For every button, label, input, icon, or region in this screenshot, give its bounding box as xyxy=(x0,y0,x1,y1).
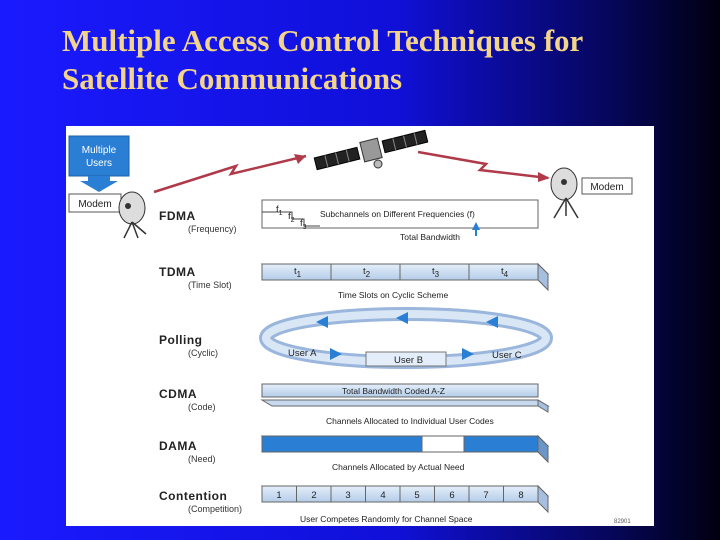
uplink-arrowhead xyxy=(294,154,306,164)
contention-slot-4: 4 xyxy=(380,490,385,501)
fdma-sub: (Frequency) xyxy=(188,224,237,234)
right-modem-label: Modem xyxy=(590,182,623,193)
contention-caption: User Competes Randomly for Channel Space xyxy=(300,514,473,524)
polling-user-a: User A xyxy=(288,348,317,359)
tdma-slot-2: t2 xyxy=(363,266,371,279)
fdma-caption: Subchannels on Different Frequencies (f) xyxy=(320,209,475,219)
dama-caption: Channels Allocated by Actual Need xyxy=(332,462,465,472)
slide-title: Multiple Access Control Techniques for S… xyxy=(62,22,702,98)
polling-user-b: User B xyxy=(394,355,423,366)
contention-slot-8: 8 xyxy=(518,490,523,501)
right-modem: Modem xyxy=(581,177,633,195)
left-modem-label: Modem xyxy=(78,199,111,210)
polling-arrow-icon xyxy=(462,348,474,360)
satellite-icon xyxy=(313,129,429,171)
bandwidth-arrow-icon xyxy=(472,222,480,230)
dama-label: DAMA xyxy=(159,439,197,453)
right-dish-icon xyxy=(550,167,579,219)
tdma-slot-1: t1 xyxy=(294,266,302,279)
contention-slot-6: 6 xyxy=(449,490,454,501)
fdma-diagram: f1 f2 f3 Subchannels on Different Freque… xyxy=(261,199,539,242)
polling-arrow-icon xyxy=(396,312,408,324)
contention-slot-2: 2 xyxy=(311,490,316,501)
fdma-bandwidth: Total Bandwidth xyxy=(400,232,460,242)
title-line-1: Multiple Access Control Techniques for xyxy=(62,23,584,58)
contention-slot-5: 5 xyxy=(414,490,419,501)
contention-slot-1: 1 xyxy=(276,490,281,501)
access-techniques-figure: Multiple Users Modem Modem xyxy=(66,126,654,526)
cdma-bar-label: Total Bandwidth Coded A-Z xyxy=(342,386,445,396)
contention-slot-3: 3 xyxy=(345,490,350,501)
cdma-label: CDMA xyxy=(159,387,197,401)
tdma-slot-3: t3 xyxy=(432,266,440,279)
cdma-sub: (Code) xyxy=(188,402,216,412)
multiple-users-line2: Users xyxy=(86,158,112,169)
polling-arrow-icon xyxy=(330,348,342,360)
polling-arrow-icon xyxy=(486,316,498,328)
dama-diagram: Channels Allocated by Actual Need xyxy=(260,434,550,472)
fdma-f3: f3 xyxy=(300,218,307,231)
uplink-signal xyxy=(153,154,307,194)
polling-label: Polling xyxy=(159,333,203,347)
contention-label: Contention xyxy=(159,489,227,503)
left-dish-icon xyxy=(118,191,147,239)
downlink-arrowhead xyxy=(538,172,550,182)
polling-arrow-icon xyxy=(316,316,328,328)
cdma-diagram: Total Bandwidth Coded A-Z Channels Alloc… xyxy=(260,383,550,426)
contention-sub: (Competition) xyxy=(188,504,242,514)
figure-canvas: Multiple Users Modem Modem xyxy=(68,129,633,525)
left-modem: Modem xyxy=(68,193,122,213)
corner-code: 82901 xyxy=(614,519,631,525)
cdma-caption: Channels Allocated to Individual User Co… xyxy=(326,416,494,426)
tdma-slot-4: t4 xyxy=(501,266,509,279)
tdma-label: TDMA xyxy=(159,265,196,279)
downlink-signal xyxy=(417,150,549,180)
multiple-users-line1: Multiple xyxy=(82,145,117,156)
contention-slot-7: 7 xyxy=(483,490,488,501)
polling-user-c: User C xyxy=(492,350,522,361)
polling-diagram: User A User B User C xyxy=(259,307,553,369)
contention-diagram: 1 2 3 4 5 6 7 8 User Competes Randomly f… xyxy=(260,484,550,524)
fdma-label: FDMA xyxy=(159,209,196,223)
down-arrow-icon xyxy=(80,176,118,192)
fdma-f1: f1 xyxy=(276,204,283,217)
multiple-users-badge: Multiple Users xyxy=(68,135,130,192)
title-line-2: Satellite Communications xyxy=(62,61,403,96)
tdma-diagram: t1 t2 t3 t4 Time Slots on Cyclic Scheme xyxy=(260,262,550,300)
tdma-caption: Time Slots on Cyclic Scheme xyxy=(338,290,448,300)
tdma-sub: (Time Slot) xyxy=(188,280,232,290)
dama-sub: (Need) xyxy=(188,454,216,464)
polling-sub: (Cyclic) xyxy=(188,348,218,358)
fdma-f2: f2 xyxy=(288,211,295,224)
